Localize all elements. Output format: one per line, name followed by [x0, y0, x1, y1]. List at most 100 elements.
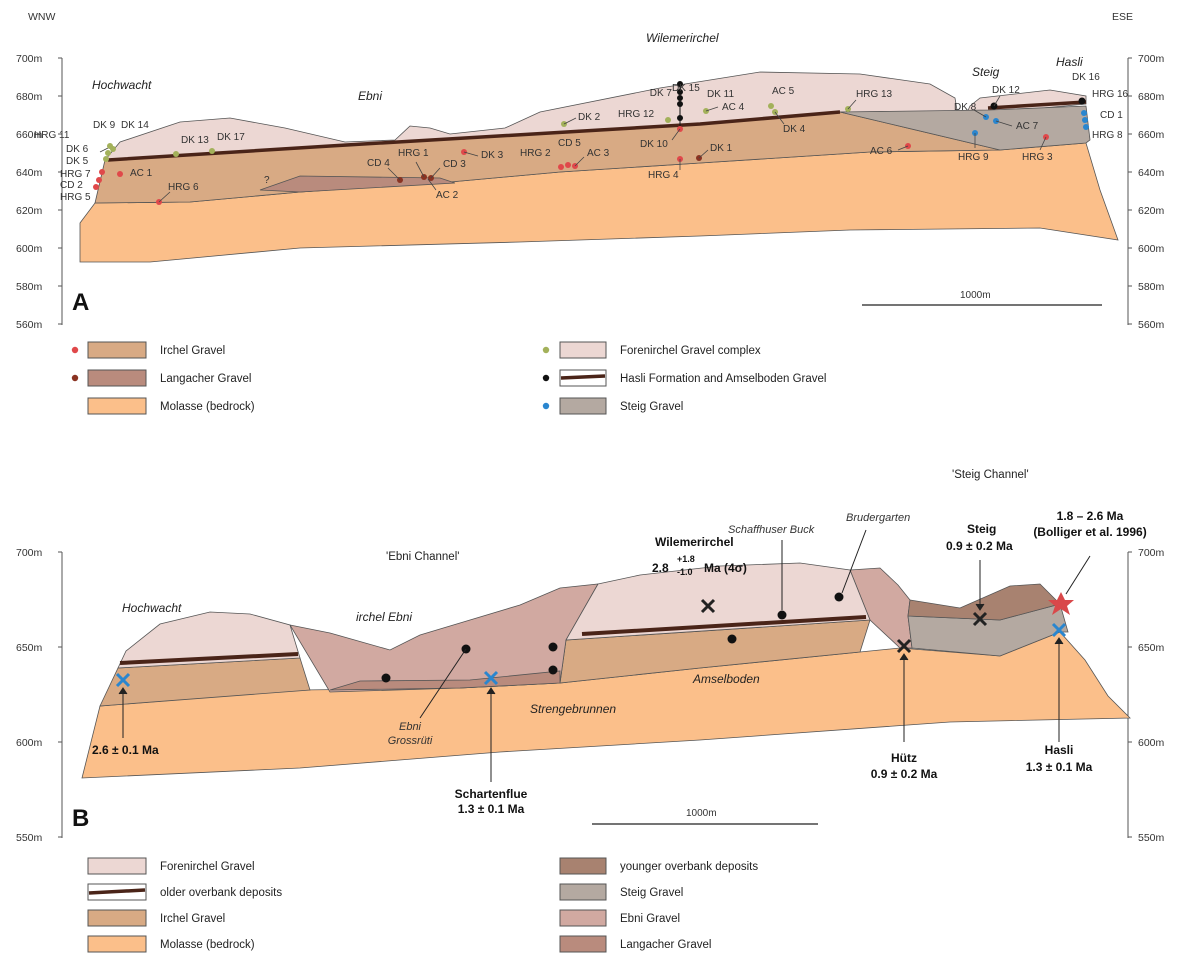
tick-a-r-7: 560m: [1138, 319, 1165, 331]
label-dk14: DK 14: [121, 120, 149, 131]
legend-swatch: [88, 342, 146, 358]
label-hrg1: HRG 1: [398, 148, 429, 159]
legend-a-item: Molasse (bedrock): [160, 401, 255, 413]
tick-a-l-0: 700m: [16, 53, 43, 65]
legend-swatch: [88, 398, 146, 414]
sample-dot: [96, 177, 102, 183]
place-irchel-ebni-b: irchel Ebni: [356, 610, 412, 624]
wilemerirchel-age-sup: +1.8: [677, 554, 695, 564]
hutz-age: 0.9 ± 0.2 Ma: [871, 767, 938, 781]
sample-dot: [93, 184, 99, 190]
direction-ese-label: ESE: [1112, 11, 1133, 23]
sample-dot: [778, 611, 787, 620]
tick-a-l-1: 680m: [16, 91, 43, 103]
bolliger-reference: (Bolliger et al. 1996): [1033, 525, 1146, 539]
label-dk7: DK 7: [650, 88, 673, 99]
label-hrg3: HRG 3: [1022, 152, 1053, 163]
tick-a-r-1: 680m: [1138, 91, 1165, 103]
wilemerirchel-age-base: 2.8: [652, 561, 669, 575]
legend-swatch: [88, 910, 146, 926]
label-ac6: AC 6: [870, 146, 893, 157]
hutz-name: Hütz: [891, 751, 917, 765]
label-dk4: DK 4: [783, 124, 806, 135]
hochwacht-age: 2.6 ± 0.1 Ma: [92, 743, 159, 757]
legend-b: Forenirchel Gravel older overbank deposi…: [88, 858, 758, 952]
label-dk1: DK 1: [710, 143, 733, 154]
label-dk3: DK 3: [481, 150, 504, 161]
sample-dot: [677, 115, 683, 121]
label-hrg11: HRG 11: [34, 130, 70, 141]
scale-label-a: 1000m: [960, 290, 991, 301]
tick-b-r-3: 550m: [1138, 832, 1165, 844]
sample-dot: [105, 150, 111, 156]
sample-dot: [117, 171, 123, 177]
legend-b-item: Irchel Gravel: [160, 913, 225, 925]
label-dk9: DK 9: [93, 120, 116, 131]
place-wilemerirchel-a: Wilemerirchel: [646, 31, 719, 45]
unknown-question-mark: ?: [264, 175, 270, 186]
legend-b-item: Molasse (bedrock): [160, 939, 255, 951]
place-hochwacht-b: Hochwacht: [122, 601, 182, 615]
label-dk12: DK 12: [992, 85, 1020, 96]
tick-a-r-4: 620m: [1138, 205, 1165, 217]
legend-b-item: younger overbank deposits: [620, 861, 758, 873]
tick-b-r-1: 650m: [1138, 642, 1165, 654]
wilemerirchel-age-unit: Ma (4σ): [704, 561, 747, 575]
legend-dot: [543, 403, 549, 409]
label-ac1: AC 1: [130, 168, 153, 179]
tick-a-r-3: 640m: [1138, 167, 1165, 179]
label-hrg6: HRG 6: [168, 182, 199, 193]
label-ac2: AC 2: [436, 190, 459, 201]
place-strengebrunnen: Strengebrunnen: [530, 702, 616, 716]
panel-a-letter: A: [72, 289, 89, 316]
tick-a-l-6: 580m: [16, 281, 43, 293]
sample-dot: [558, 164, 564, 170]
label-dk11: DK 11: [707, 89, 734, 100]
sample-dot: [677, 101, 683, 107]
label-dk13: DK 13: [181, 135, 209, 146]
tick-a-r-2: 660m: [1138, 129, 1165, 141]
legend-b-item: Steig Gravel: [620, 887, 683, 899]
sample-dot: [209, 148, 215, 154]
schartenflue-age: 1.3 ± 0.1 Ma: [458, 802, 525, 816]
label-hrg2: HRG 2: [520, 148, 551, 159]
panel-b-letter: B: [72, 805, 89, 832]
label-hrg9: HRG 9: [958, 152, 989, 163]
sample-dot: [1082, 117, 1088, 123]
legend-swatch: [560, 884, 606, 900]
schartenflue-name: Schartenflue: [455, 787, 528, 801]
legend-swatch: [560, 342, 606, 358]
label-ac4: AC 4: [722, 102, 745, 113]
hasli-name: Hasli: [1045, 743, 1074, 757]
legend-b-item: Ebni Gravel: [620, 913, 680, 925]
sample-dot: [99, 169, 105, 175]
legend-swatch: [88, 370, 146, 386]
legend-b-item: Forenirchel Gravel: [160, 861, 255, 873]
hasli-age: 1.3 ± 0.1 Ma: [1026, 760, 1093, 774]
label-hrg4: HRG 4: [648, 170, 679, 181]
sample-dot: [768, 103, 774, 109]
sample-dot: [110, 146, 116, 152]
bolliger-age: 1.8 – 2.6 Ma: [1057, 509, 1124, 523]
label-cd4: CD 4: [367, 158, 390, 169]
place-ebni-a: Ebni: [358, 89, 382, 103]
legend-a-item: Irchel Gravel: [160, 345, 225, 357]
legend-swatch: [560, 936, 606, 952]
tick-a-l-4: 620m: [16, 205, 43, 217]
ebni-channel-label: 'Ebni Channel': [386, 551, 459, 563]
label-cd1: CD 1: [1100, 110, 1123, 121]
tick-b-l-1: 650m: [16, 642, 43, 654]
wilemerirchel-name: Wilemerirchel: [655, 535, 734, 549]
label-hrg7: HRG 7: [60, 169, 91, 180]
label-hrg12: HRG 12: [618, 109, 655, 120]
label-dk2: DK 2: [578, 112, 601, 123]
tick-a-r-0: 700m: [1138, 53, 1165, 65]
sample-dot: [677, 95, 683, 101]
tick-b-l-2: 600m: [16, 737, 43, 749]
place-ebni-b: Ebni: [399, 721, 422, 733]
direction-wnw-label: WNW: [28, 11, 55, 23]
label-ac3: AC 3: [587, 148, 610, 159]
sample-dot: [665, 117, 671, 123]
sample-dot: [549, 666, 558, 675]
tick-b-l-0: 700m: [16, 547, 43, 559]
